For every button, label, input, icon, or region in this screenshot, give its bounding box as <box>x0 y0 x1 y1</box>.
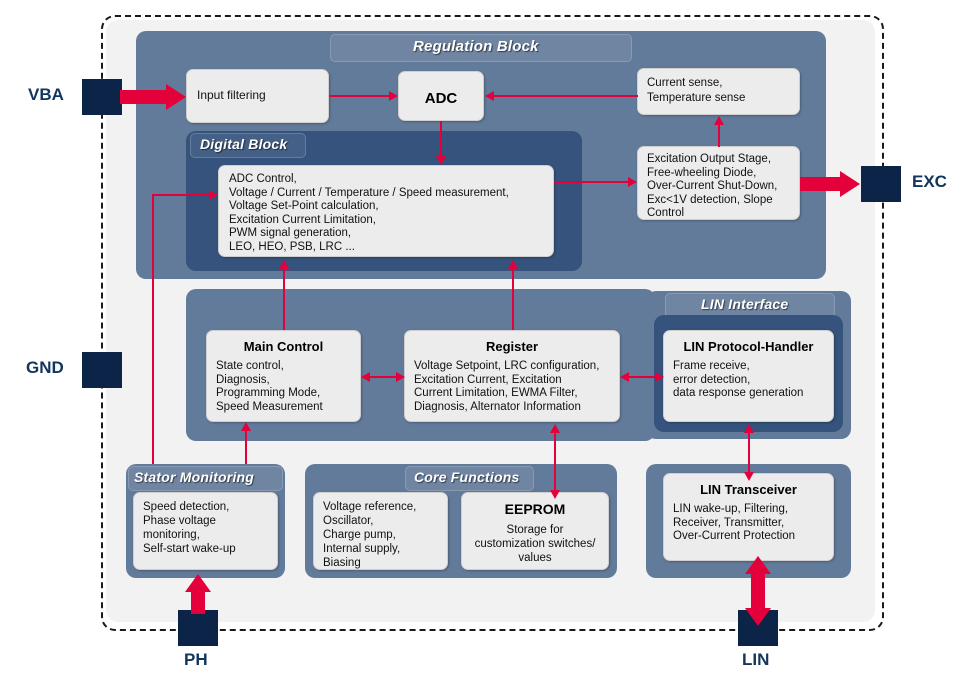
box-current-temperature-sense[interactable]: Current sense, Temperature sense <box>637 68 800 115</box>
box-adc[interactable]: ADC <box>398 71 484 121</box>
pin-exc-label: EXC <box>912 172 947 191</box>
arrowhead-ph-to-stator <box>185 574 211 592</box>
box-lin-transceiver-body: LIN wake-up, Filtering, Receiver, Transm… <box>673 503 796 542</box>
digital-block-title-tab <box>190 133 306 158</box>
connector-stator-horizontal <box>152 194 209 196</box>
box-main-control-title: Main Control <box>243 339 324 354</box>
arrowhead-excitation-to-sense <box>714 116 724 125</box>
arrowhead-stator-to-digital-block <box>209 190 218 200</box>
box-lin-protocol-handler[interactable]: LIN Protocol-Handler Frame receive, erro… <box>663 330 834 422</box>
box-current-temperature-sense-body: Current sense, Temperature sense <box>647 77 746 104</box>
arrowhead-vba-to-input-filtering <box>166 84 186 110</box>
box-register-title: Register <box>485 339 539 354</box>
connector-stator-to-main-control <box>245 430 247 464</box>
connector-input-filtering-to-adc <box>329 95 389 97</box>
box-digital-functions[interactable]: ADC Control, Voltage / Current / Tempera… <box>218 165 554 257</box>
connector-main-control-register <box>369 376 396 378</box>
connector-transceiver-to-lin-pin <box>751 570 765 614</box>
box-input-filtering[interactable]: Input filtering <box>186 69 329 123</box>
regulation-block-title-tab <box>330 34 632 62</box>
box-main-control[interactable]: Main Control State control, Diagnosis, P… <box>206 330 361 422</box>
box-core-supply-body: Voltage reference, Oscillator, Charge pu… <box>323 501 417 569</box>
box-eeprom-title: EEPROM <box>504 501 566 517</box>
arrowhead-excitation-to-exc-pin <box>840 171 860 197</box>
box-lin-transceiver-title: LIN Transceiver <box>700 482 797 497</box>
connector-stator-vertical <box>152 194 154 464</box>
arrowhead-main-control-to-register <box>396 372 405 382</box>
pin-exc[interactable] <box>861 166 901 202</box>
box-input-filtering-body: Input filtering <box>197 88 266 102</box>
connector-register-to-digital <box>512 268 514 330</box>
pin-gnd-label: GND <box>26 358 64 377</box>
arrowhead-adc-to-digital-block <box>436 156 446 165</box>
box-adc-title: ADC <box>424 90 458 107</box>
arrowhead-register-to-lin-handler <box>655 372 664 382</box>
arrowhead-register-to-digital <box>508 260 518 269</box>
pin-lin-label: LIN <box>742 650 770 669</box>
pin-vba[interactable] <box>82 79 122 115</box>
connector-ph-to-stator <box>191 590 205 614</box>
lin-interface-title: LIN Interface <box>701 296 789 312</box>
arrowhead-sense-to-adc <box>485 91 494 101</box>
box-excitation-output-stage-body: Excitation Output Stage, Free-wheeling D… <box>647 153 778 219</box>
stator-monitoring-title-tab <box>128 466 283 491</box>
box-register[interactable]: Register Voltage Setpoint, LRC configura… <box>404 330 620 422</box>
arrowhead-eeprom-to-register <box>550 424 560 433</box>
box-digital-functions-body: ADC Control, Voltage / Current / Tempera… <box>229 173 509 253</box>
box-stator-functions-body: Speed detection, Phase voltage monitorin… <box>143 501 236 555</box>
stator-monitoring-title: Stator Monitoring <box>134 469 255 485</box>
arrowhead-register-to-main-control <box>361 372 370 382</box>
box-eeprom[interactable]: EEPROM Storage for customization switche… <box>461 492 609 570</box>
connector-sense-to-adc <box>494 95 638 97</box>
core-functions-title: Core Functions <box>414 469 520 485</box>
arrowhead-input-filtering-to-adc <box>389 91 398 101</box>
box-stator-functions[interactable]: Speed detection, Phase voltage monitorin… <box>133 492 278 570</box>
box-main-control-body: State control, Diagnosis, Programming Mo… <box>216 360 323 413</box>
connector-main-control-to-digital <box>283 268 285 330</box>
arrowhead-handler-to-transceiver <box>744 472 754 481</box>
regulation-block-title: Regulation Block <box>413 38 539 55</box>
chip-boundary <box>101 15 884 631</box>
pin-vba-label: VBA <box>28 85 64 104</box>
pin-gnd[interactable] <box>82 352 122 388</box>
connector-digital-to-excitation <box>554 181 628 183</box>
box-register-body: Voltage Setpoint, LRC configuration, Exc… <box>414 360 600 413</box>
box-core-supply[interactable]: Voltage reference, Oscillator, Charge pu… <box>313 492 448 570</box>
pin-ph[interactable] <box>178 610 218 646</box>
box-lin-protocol-handler-body: Frame receive, error detection, data res… <box>673 360 804 399</box>
arrowhead-lin-handler-to-register <box>620 372 629 382</box>
arrowhead-stator-to-main-control <box>241 422 251 431</box>
box-excitation-output-stage[interactable]: Excitation Output Stage, Free-wheeling D… <box>637 146 800 220</box>
connector-excitation-to-exc-pin <box>800 177 842 191</box>
pin-ph-label: PH <box>184 650 208 669</box>
connector-eeprom-register <box>554 432 556 494</box>
arrowhead-main-control-to-digital <box>279 260 289 269</box>
connector-adc-to-digital-block <box>440 121 442 157</box>
arrowhead-register-to-eeprom <box>550 490 560 499</box>
connector-register-lin-handler <box>628 376 655 378</box>
arrowhead-transceiver-up <box>745 556 771 574</box>
connector-vba-to-input-filtering <box>120 90 168 104</box>
box-eeprom-body: Storage for customization switches/ valu… <box>474 524 596 564</box>
arrowhead-digital-to-excitation <box>628 177 637 187</box>
connector-excitation-to-sense <box>718 124 720 147</box>
arrowhead-transceiver-to-handler <box>744 424 754 433</box>
box-lin-protocol-handler-title: LIN Protocol-Handler <box>683 339 814 354</box>
box-lin-transceiver[interactable]: LIN Transceiver LIN wake-up, Filtering, … <box>663 473 834 561</box>
arrowhead-transceiver-down <box>745 608 771 626</box>
digital-block-title: Digital Block <box>200 136 288 152</box>
core-functions-title-tab <box>405 466 534 491</box>
connector-lin-handler-transceiver <box>748 432 750 478</box>
